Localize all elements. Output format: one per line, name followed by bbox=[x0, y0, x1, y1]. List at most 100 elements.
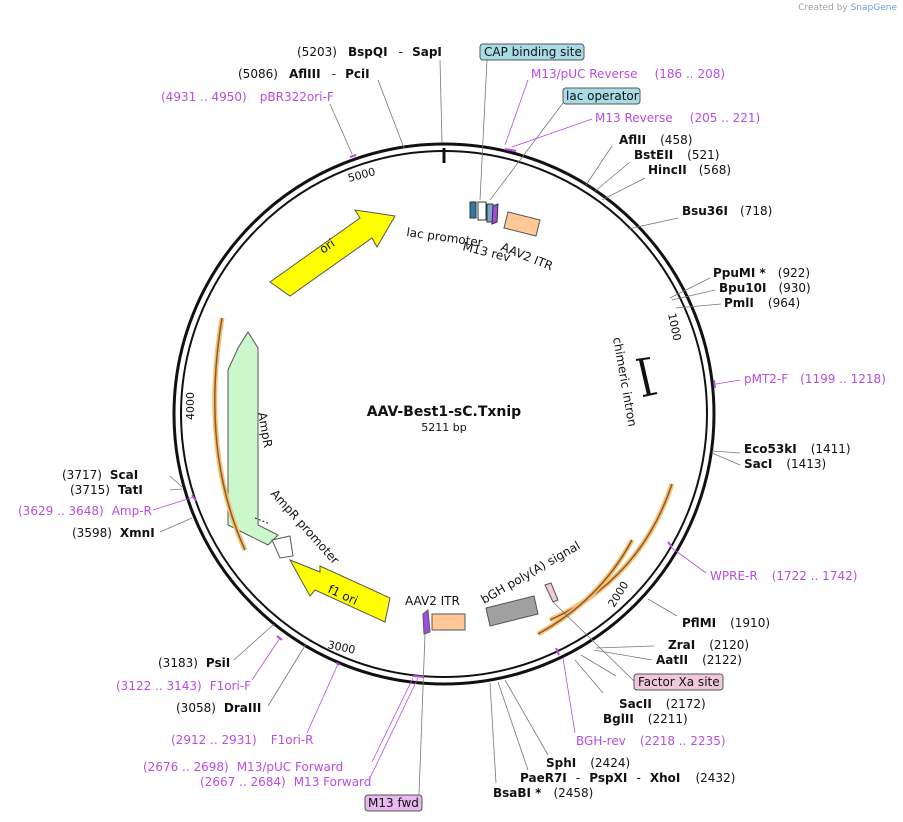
leader-factorxa bbox=[552, 601, 635, 682]
enzyme-aatii: AatII(2122) bbox=[656, 653, 742, 667]
chimeric-intron-cap1 bbox=[635, 357, 651, 361]
primer-pbr322ori: (4931 .. 4950) pBR322ori-F bbox=[161, 86, 334, 105]
enzyme-eco53ki: Eco53kI(1411) bbox=[744, 442, 851, 456]
leader-bspqi bbox=[439, 59, 443, 144]
leader-m13puc-fwd bbox=[371, 677, 414, 763]
leader-saci bbox=[711, 452, 741, 466]
leader-pflmi bbox=[647, 598, 678, 617]
leader-bpu10i bbox=[671, 289, 716, 301]
ori-arrow bbox=[269, 209, 396, 297]
primer-mark-pmt2 bbox=[713, 379, 716, 389]
leader-bsabi bbox=[489, 682, 497, 784]
tick-1000: 1000 bbox=[665, 312, 684, 342]
primer-m13-reverse: M13 Reverse (205 .. 221) bbox=[595, 107, 760, 126]
leader-pbr bbox=[329, 103, 353, 155]
aav2-itr-bottom bbox=[431, 613, 466, 631]
leader-scai bbox=[169, 475, 183, 488]
primer-m13puc-rev: M13/pUC Reverse (186 .. 208) bbox=[531, 63, 725, 82]
enzyme-bglii: BglII(2211) bbox=[603, 712, 688, 726]
enzyme-hincii: HincII(568) bbox=[648, 163, 731, 177]
leader-pmt2 bbox=[715, 379, 741, 385]
enzyme-draiii: (3058)DraIII bbox=[176, 701, 261, 715]
primer-marks bbox=[191, 148, 716, 678]
leader-hincii bbox=[601, 177, 646, 201]
enzyme-aflii: AflII(458) bbox=[619, 133, 692, 147]
cap-site-mark bbox=[469, 201, 477, 219]
leader-pmli bbox=[675, 303, 722, 309]
lac-operator-box bbox=[562, 87, 641, 105]
enzyme-tati: (3715)TatI bbox=[70, 483, 143, 497]
ampr-promoter-arrow bbox=[271, 535, 294, 559]
aav2-itr-top bbox=[503, 211, 541, 237]
enzyme-sphi: SphI(2424) bbox=[546, 756, 630, 770]
enzyme-psii: (3183)PsiI bbox=[158, 656, 230, 670]
enzyme-bsabi: BsaBI *(2458) bbox=[493, 786, 593, 800]
plasmid-length: 5211 bp bbox=[421, 421, 466, 434]
primer-bgh-rev: BGH-rev(2218 .. 2235) bbox=[576, 734, 726, 748]
tick-3000: 3000 bbox=[326, 638, 356, 657]
leader-aflii bbox=[585, 145, 613, 186]
enzyme-pflmi: PflMI(1910) bbox=[682, 616, 770, 630]
factor-xa-label: Factor Xa site bbox=[638, 675, 720, 689]
leader-psii bbox=[233, 623, 275, 661]
m13-fwd-arrow bbox=[422, 609, 431, 635]
primer-mark-bgh bbox=[555, 647, 560, 656]
f1-ori-arrow bbox=[288, 559, 391, 623]
leader-aatii bbox=[593, 649, 653, 661]
primer-mark-pbr bbox=[349, 154, 357, 158]
leader-bsu36i bbox=[627, 217, 679, 230]
factor-xa-box bbox=[633, 673, 724, 691]
leader-bglii bbox=[574, 659, 604, 694]
enzyme-bsu36i: Bsu36I(718) bbox=[682, 204, 772, 218]
leader-zrai bbox=[595, 645, 655, 649]
plasmid-name: AAV-Best1-sC.Txnip bbox=[367, 404, 521, 420]
ampr-promoter-dash bbox=[254, 517, 271, 525]
cap-binding-box bbox=[479, 43, 585, 61]
factor-xa-mark bbox=[544, 582, 559, 603]
primer-m13-forward: (2667 .. 2684)M13 Forward bbox=[200, 775, 371, 789]
snapgene-credit: Created by SnapGene bbox=[798, 3, 897, 13]
enzyme-saci: SacI(1413) bbox=[744, 457, 826, 471]
credit-brand: SnapGene bbox=[850, 3, 897, 13]
enzyme-zrai: ZraI(2120) bbox=[668, 638, 749, 652]
primer-mark-m13f bbox=[412, 675, 425, 678]
bgh-polya-box bbox=[485, 595, 539, 627]
primer-f1ori-f: (3122 .. 3143)F1ori-F bbox=[116, 679, 251, 693]
leader-f1r bbox=[306, 663, 339, 734]
orange-arc-left-core bbox=[214, 317, 246, 551]
m13-fwd-label: M13 fwd bbox=[368, 796, 419, 810]
credit-prefix: Created by bbox=[798, 3, 848, 13]
primer-pmt2: pMT2-F(1199 .. 1218) bbox=[744, 372, 886, 386]
leader-eco53ki bbox=[711, 450, 741, 454]
leader-xmni bbox=[159, 517, 193, 533]
leader-m13fwd bbox=[418, 633, 426, 796]
enzyme-ppumi: PpuMI *(922) bbox=[713, 266, 810, 280]
primer-wpre: WPRE-R(1722 .. 1742) bbox=[710, 569, 857, 583]
leader-bghrev bbox=[562, 657, 576, 734]
leader-wpre bbox=[671, 547, 707, 574]
leader-tati bbox=[169, 488, 183, 491]
enzyme-scai: (3717)ScaI bbox=[62, 468, 138, 482]
leader-f1f bbox=[251, 637, 281, 681]
m13-fwd-box bbox=[364, 794, 423, 812]
leader-lines bbox=[152, 59, 741, 796]
primer-mark-f1f bbox=[276, 635, 283, 641]
enzyme-sacii: SacII(2172) bbox=[619, 697, 706, 711]
chimeric-intron-label: chimeric intron bbox=[610, 336, 640, 428]
leader-lacop bbox=[489, 102, 564, 201]
leader-m13-forward bbox=[369, 677, 419, 779]
leader-cap bbox=[479, 59, 488, 201]
primer-m13puc-fwd: (2676 .. 2698)M13/pUC Forward bbox=[143, 760, 343, 774]
leader-paer7i bbox=[497, 681, 529, 771]
enzyme-paer7i: PaeR7I - PspXI - XhoI (2432) bbox=[520, 767, 735, 786]
aav2-itr-bottom-label: AAV2 ITR bbox=[405, 594, 460, 608]
leader-afliii bbox=[377, 79, 405, 149]
leader-m13r bbox=[511, 118, 593, 148]
tick-4000: 4000 bbox=[184, 392, 197, 420]
enzyme-bspqi: (5203) BspQI - SapI bbox=[297, 41, 442, 60]
m13-rev-arrow bbox=[491, 203, 499, 225]
primer-mark-ampr bbox=[191, 494, 197, 502]
cap-binding-label: CAP binding site bbox=[484, 45, 582, 59]
lac-promoter-mark bbox=[477, 201, 487, 221]
